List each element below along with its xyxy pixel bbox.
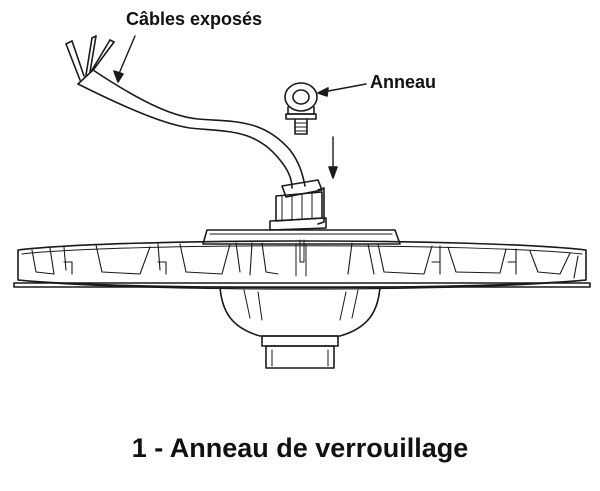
cable (65, 35, 306, 189)
ring-arrow (317, 83, 367, 97)
upper-housing (202, 229, 401, 245)
ring-label: Anneau (370, 72, 437, 92)
cables-label: Câbles exposés (126, 9, 263, 29)
cable-gland (269, 179, 327, 231)
lower-housing (219, 286, 381, 369)
eye-bolt-ring (284, 82, 318, 135)
cables-arrow (113, 35, 136, 83)
exposed-wires (65, 35, 115, 81)
figure-caption: 1 - Anneau de verrouillage (131, 433, 469, 463)
mount-arrow (328, 136, 338, 179)
heatsink-ring (13, 239, 591, 290)
